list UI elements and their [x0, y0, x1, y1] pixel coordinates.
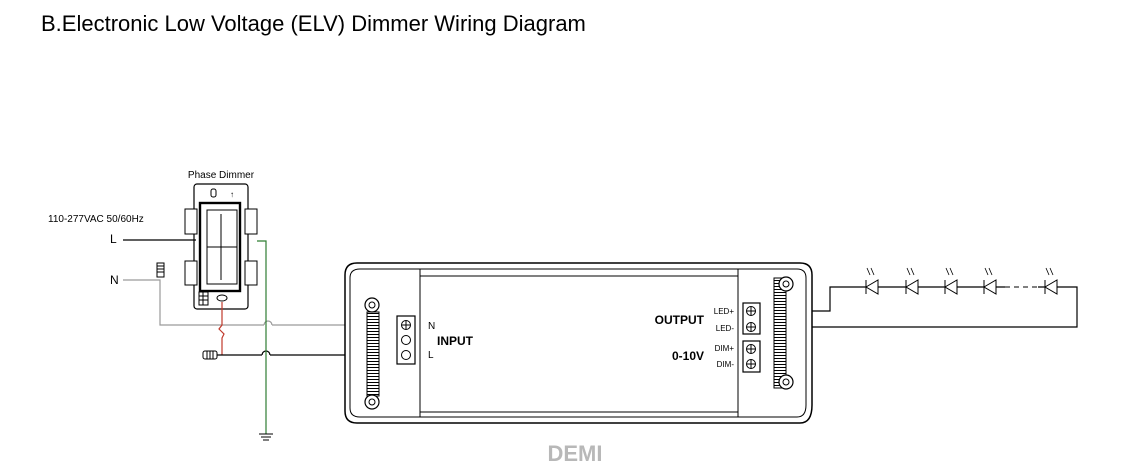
input-label: INPUT [437, 334, 474, 348]
input-l-label: L [428, 350, 434, 361]
line-label: L [110, 232, 117, 246]
neutral-label: N [110, 273, 119, 287]
control-label: 0-10V [672, 349, 704, 363]
led-4 [983, 267, 997, 295]
arrow-up-icon: ↑ [230, 190, 234, 199]
led-minus-label: LED- [716, 324, 735, 333]
dim-minus-label: DIM- [717, 360, 735, 369]
input-n-label: N [428, 321, 435, 332]
led-1 [865, 267, 879, 295]
supply-voltage-label: 110-277VAC 50/60Hz [48, 214, 144, 225]
wire-connector-neutral [156, 262, 165, 278]
phase-dimmer-label: Phase Dimmer [188, 170, 255, 181]
watermark: DEMI [548, 441, 603, 463]
ground-icon [259, 433, 273, 441]
page-title: B.Electronic Low Voltage (ELV) Dimmer Wi… [41, 11, 586, 36]
led-2 [905, 267, 919, 295]
led-string [865, 267, 1058, 295]
led-5 [1044, 267, 1058, 295]
led-driver: N L INPUT OUTPUT LED+ LED- 0-10V DIM+ DI… [344, 262, 813, 424]
wire-connector-live [202, 350, 218, 360]
dim-plus-label: DIM+ [715, 344, 735, 353]
led-3 [944, 267, 958, 295]
output-label: OUTPUT [655, 313, 705, 327]
led-plus-label: LED+ [714, 307, 735, 316]
phase-dimmer: Phase Dimmer ↑ [184, 170, 258, 310]
